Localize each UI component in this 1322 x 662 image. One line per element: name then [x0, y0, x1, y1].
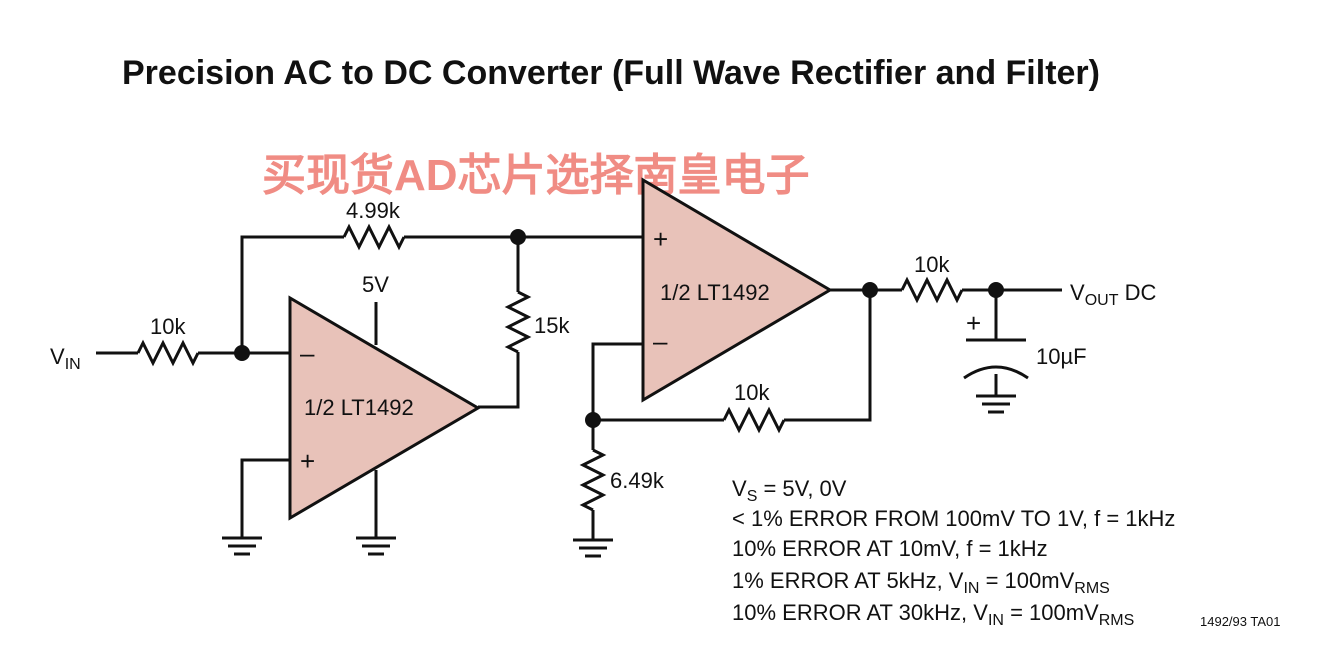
note-line-4: 1% ERROR AT 5kHz, VIN = 100mVRMS [732, 568, 1110, 597]
junction-u2-out [862, 282, 878, 298]
label-capacitor-plus: + [966, 308, 981, 338]
note-line-1: VS = 5V, 0V [732, 476, 847, 505]
label-vout: VOUT DC [1070, 280, 1156, 309]
figure-title: Precision AC to DC Converter (Full Wave … [122, 54, 1100, 92]
opamp-u2-plus: + [653, 224, 668, 254]
figure-id: 1492/93 TA01 [1200, 614, 1280, 629]
resistor-r-out [900, 276, 964, 304]
label-r-649: 6.49k [610, 468, 665, 493]
ground-symbol-u1-plus [222, 536, 262, 556]
opamp-u2-minus: – [653, 326, 668, 356]
wiring [96, 235, 1062, 540]
label-capacitor: 10µF [1036, 344, 1087, 369]
note-line-3: 10% ERROR AT 10mV, f = 1kHz [732, 536, 1048, 561]
junction-cap [988, 282, 1004, 298]
ground-symbol-r649 [573, 538, 613, 558]
resistor-r-649 [579, 448, 607, 512]
junction-u2-inv [585, 412, 601, 428]
label-r-in: 10k [150, 314, 186, 339]
opamp-u1-minus: – [300, 338, 315, 368]
ground-symbol-u1-supply [356, 536, 396, 556]
opamp-u1-body [288, 295, 481, 521]
ground-symbol-cap [976, 394, 1016, 414]
resistor-r-10k-fb2 [722, 406, 786, 434]
watermark-text: 买现货AD芯片选择南皇电子 [262, 151, 810, 200]
label-r-out: 10k [914, 252, 950, 277]
junction-top-rail [510, 229, 526, 245]
spec-notes: VS = 5V, 0V < 1% ERROR FROM 100mV TO 1V,… [732, 476, 1175, 629]
opamp-u2-label: 1/2 LT1492 [660, 280, 770, 305]
note-line-2: < 1% ERROR FROM 100mV TO 1V, f = 1kHz [732, 506, 1175, 531]
opamp-u1-plus: + [300, 446, 315, 476]
label-r-fb: 4.99k [346, 198, 401, 223]
capacitor-plate-curved [963, 365, 1029, 380]
junction-u1-inv [234, 345, 250, 361]
label-r-10k-fb2: 10k [734, 380, 770, 405]
label-r-15k: 15k [534, 313, 570, 338]
label-vin: VIN [50, 344, 81, 373]
label-supply-5v: 5V [362, 272, 389, 297]
resistor-r-in [136, 339, 200, 367]
opamp-u2-body [641, 177, 833, 403]
resistor-r-15k [504, 290, 532, 354]
note-line-5: 10% ERROR AT 30kHz, VIN = 100mVRMS [732, 600, 1134, 629]
opamp-u1-label: 1/2 LT1492 [304, 395, 414, 420]
resistor-r-fb [342, 223, 406, 251]
